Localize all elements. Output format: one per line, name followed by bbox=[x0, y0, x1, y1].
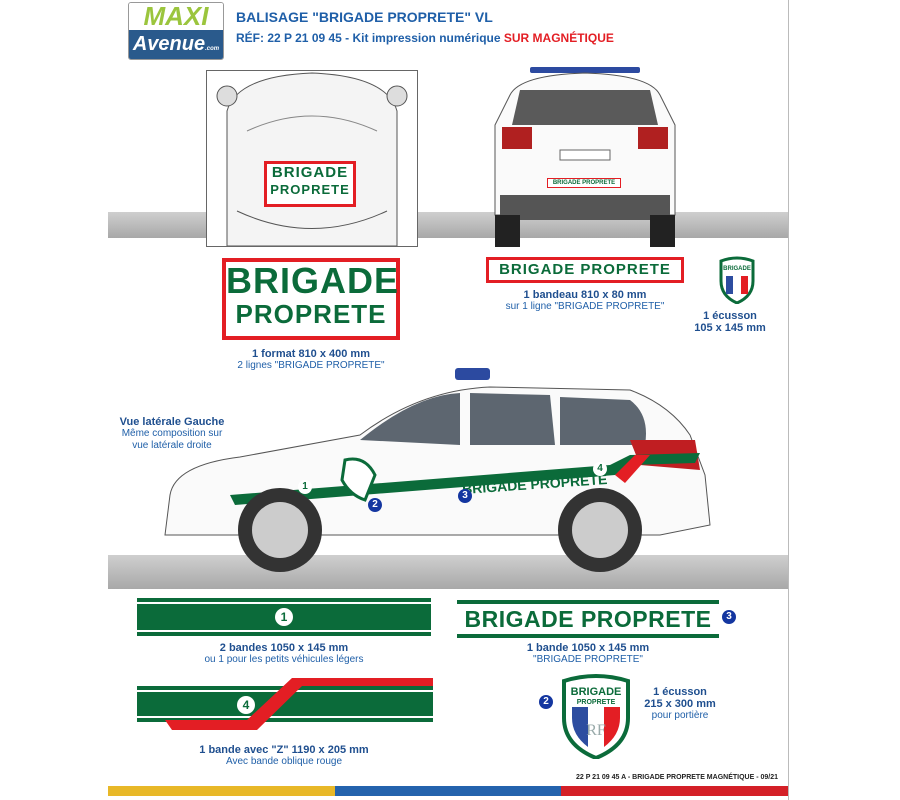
band-4-sub: Avec bande oblique rouge bbox=[225, 756, 343, 767]
floor-band-side bbox=[108, 555, 788, 589]
door-ecusson-title2: 215 x 300 mm bbox=[644, 698, 716, 710]
band-3-title: 1 bande 1050 x 145 mm bbox=[526, 642, 650, 654]
marker-1-side: 1 bbox=[298, 480, 312, 494]
band-1-sub: ou 1 pour les petits véhicules légers bbox=[204, 654, 364, 665]
hood-format-line1: BRIGADE bbox=[226, 260, 400, 301]
rear-view: BRIGADE PROPRETE bbox=[480, 65, 690, 250]
band-1-title: 2 bandes 1050 x 145 mm bbox=[219, 642, 349, 654]
hood-badge-line1: BRIGADE bbox=[271, 164, 349, 181]
band-3-caption: 1 bande 1050 x 145 mm"BRIGADE PROPRETE" bbox=[457, 642, 719, 666]
car-hood-drawing bbox=[216, 72, 408, 247]
footer-reference: 22 P 21 09 45 A - BRIGADE PROPRETE MAGNÉ… bbox=[575, 774, 778, 781]
hood-badge: BRIGADE PROPRETE bbox=[264, 161, 356, 207]
hood-caption-title: 1 format 810 x 400 mm bbox=[251, 348, 370, 360]
marker-4-side: 4 bbox=[593, 462, 607, 476]
hood-caption-sub: 2 lignes "BRIGADE PROPRETE" bbox=[237, 360, 385, 371]
marker-1: 1 bbox=[275, 608, 293, 626]
bandeau-caption-sub: sur 1 ligne "BRIGADE PROPRETE" bbox=[505, 301, 665, 312]
door-ecusson-sub: pour portière bbox=[651, 710, 709, 721]
marker-2: 2 bbox=[539, 695, 553, 709]
hood-view: BRIGADE PROPRETE bbox=[206, 70, 418, 247]
hood-format-line2: PROPRETE bbox=[235, 299, 387, 329]
marker-2-side: 2 bbox=[368, 498, 382, 512]
bandeau-caption-title: 1 bandeau 810 x 80 mm bbox=[523, 289, 647, 301]
door-ecusson-title1: 1 écusson bbox=[653, 686, 707, 698]
reference-highlight: SUR MAGNÉTIQUE bbox=[503, 31, 614, 45]
band-3-sub: "BRIGADE PROPRETE" bbox=[533, 654, 643, 665]
band-3: BRIGADE PROPRETE bbox=[457, 600, 719, 638]
side-view-title: Vue latérale Gauche bbox=[119, 416, 225, 428]
page-title: BALISAGE "BRIGADE PROPRETE" VL bbox=[236, 9, 493, 25]
hood-badge-line2: PROPRETE bbox=[270, 182, 350, 197]
small-ecusson-title2: 105 x 145 mm bbox=[694, 322, 766, 334]
small-shield-icon: BRIGADE bbox=[719, 256, 755, 304]
door-shield-line2: PROPRETE bbox=[577, 699, 616, 706]
door-shield-initials: RF bbox=[586, 722, 606, 739]
band-4-drawing bbox=[137, 678, 433, 730]
car-rear-drawing bbox=[494, 67, 676, 247]
marker-4: 4 bbox=[237, 696, 255, 714]
marker-3-side: 3 bbox=[458, 489, 472, 503]
side-view-sub1: Même composition sur bbox=[121, 428, 223, 439]
reference: RÉF: 22 P 21 09 45 - Kit impression numé… bbox=[236, 31, 501, 45]
svg-text:BRIGADE: BRIGADE bbox=[723, 266, 751, 272]
marker-3: 3 bbox=[722, 610, 736, 624]
document-page bbox=[108, 0, 789, 800]
logo-top: MAXI bbox=[129, 3, 223, 30]
band-3-text: BRIGADE PROPRETE bbox=[464, 606, 712, 632]
door-shield-icon: BRIGADE PROPRETE RF bbox=[562, 674, 630, 759]
hood-format-badge: BRIGADE PROPRETE bbox=[222, 258, 400, 340]
small-ecusson-title1: 1 écusson bbox=[703, 310, 757, 322]
side-view-sub2: vue latérale droite bbox=[132, 440, 212, 451]
maxiavenue-logo: MAXI Avenue.com bbox=[128, 2, 224, 60]
band-1: 1 bbox=[137, 598, 431, 636]
bandeau-badge: BRIGADE PROPRETE bbox=[486, 257, 684, 283]
band-4-title: 1 bande avec "Z" 1190 x 205 mm bbox=[199, 744, 369, 756]
reference-line: RÉF: 22 P 21 09 45 - Kit impression numé… bbox=[236, 31, 614, 45]
car-side-drawing: BRIGADE PROPRETE bbox=[164, 368, 711, 572]
logo-suffix: .com bbox=[205, 46, 220, 52]
rear-bandeau: BRIGADE PROPRETE bbox=[547, 178, 621, 188]
door-shield-line1: BRIGADE bbox=[571, 686, 622, 698]
footer-color-bar bbox=[108, 786, 789, 796]
logo-bottom: Avenue bbox=[132, 33, 206, 55]
